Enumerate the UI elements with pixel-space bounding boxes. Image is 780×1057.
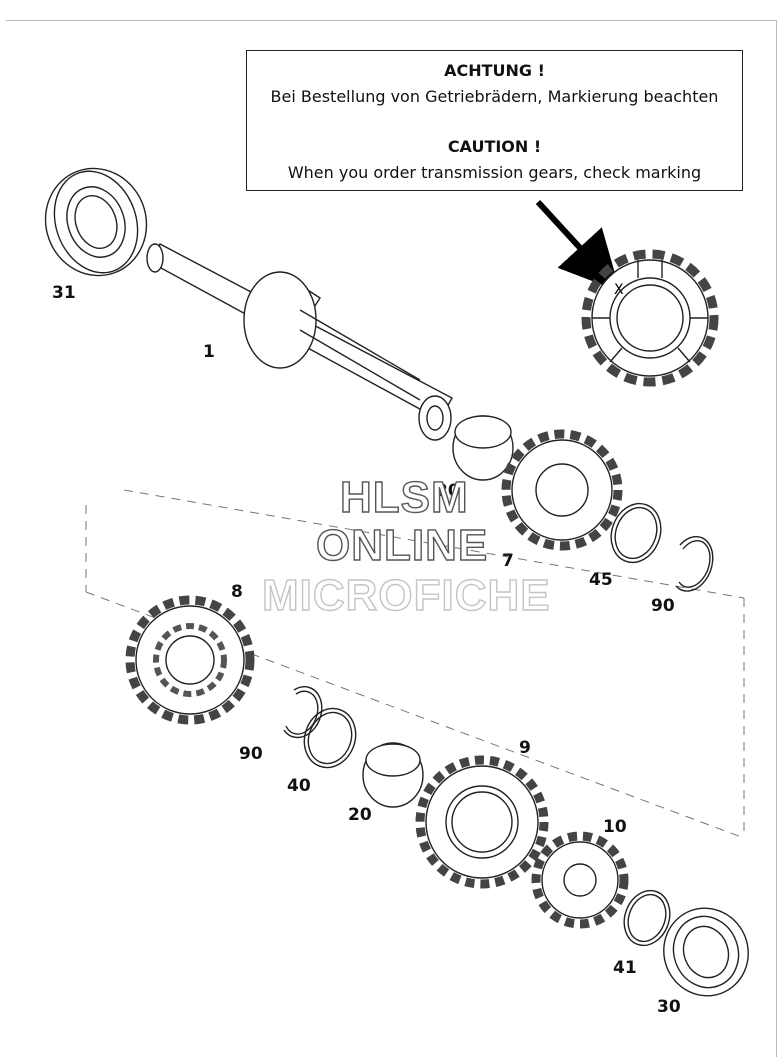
callout-labels: 31 1 20 7 45 90 8 90 40 20 9 10 41 30 — [52, 283, 681, 1017]
callout-8: 8 — [231, 582, 243, 602]
frame-right-rule — [776, 20, 777, 1057]
callout-20-upper: 20 — [436, 481, 460, 501]
needle-sleeve-20-lower — [362, 742, 424, 808]
watermark-line2: ONLINE — [316, 521, 488, 570]
callout-31: 31 — [52, 283, 76, 303]
gear-8 — [125, 595, 255, 725]
circlip-90-lower — [283, 686, 323, 739]
needle-sleeve-20-upper — [452, 415, 514, 481]
callout-90-upper: 90 — [651, 596, 675, 616]
circlip-90-upper — [675, 535, 714, 592]
watermark-line1: HLSM — [340, 473, 469, 522]
thrust-washer-45 — [610, 502, 662, 564]
frame-top-rule — [6, 20, 776, 21]
callout-10: 10 — [603, 817, 627, 837]
callout-40: 40 — [287, 776, 311, 796]
gear-marking-x: X — [614, 282, 624, 298]
callout-90-lower: 90 — [239, 744, 263, 764]
callout-45: 45 — [589, 570, 613, 590]
marked-reference-gear: X — [581, 249, 719, 387]
thrust-washer-40 — [303, 707, 357, 769]
callout-41: 41 — [613, 958, 637, 978]
caution-text-en: When you order transmission gears, check… — [287, 163, 702, 182]
callout-9: 9 — [519, 738, 531, 758]
caution-heading-de: ACHTUNG ! — [444, 61, 545, 80]
marking-arrow — [535, 199, 621, 292]
callout-30: 30 — [657, 997, 681, 1017]
bearing-30 — [663, 907, 749, 997]
callout-20-lower: 20 — [348, 805, 372, 825]
thrust-washer-41 — [623, 889, 671, 947]
caution-notice-box: ACHTUNG ! Bei Bestellung von Getriebräde… — [246, 50, 743, 191]
gear-9 — [415, 755, 549, 889]
hlsm-watermark: HLSM ONLINE MICROFICHE — [261, 472, 551, 620]
bearing-31 — [44, 167, 148, 277]
main-shaft-1 — [146, 243, 453, 441]
callout-7: 7 — [502, 551, 514, 571]
gear-7 — [501, 429, 623, 551]
caution-text-de: Bei Bestellung von Getriebrädern, Markie… — [270, 87, 719, 106]
gear-10 — [531, 831, 629, 929]
caution-heading-en: CAUTION ! — [447, 137, 542, 156]
callout-1: 1 — [203, 342, 215, 362]
watermark-line3: MICROFICHE — [262, 571, 551, 620]
